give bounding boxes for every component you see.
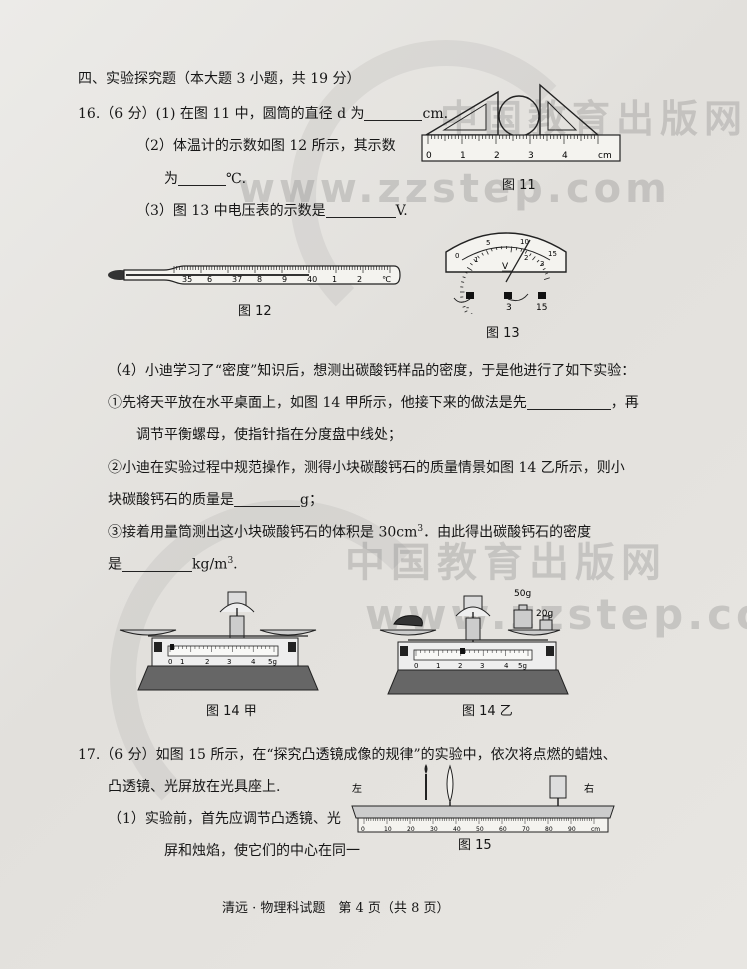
figure-14a-caption: 图 14 甲 [206,704,257,719]
svg-text:3: 3 [540,260,544,268]
svg-text:4: 4 [504,662,509,670]
q16-step2: ②小迪在实验过程中规范操作，测得小块碳酸钙石的质量情景如图 14 乙所示，则小 [108,460,625,476]
ruler [421,134,621,162]
figure-13-caption: 图 13 [486,326,520,341]
terminal-3: 3 [506,303,512,313]
bench-label: 0 [361,826,365,833]
svg-text:0: 0 [168,658,172,666]
voltmeter-unit-label: V [502,262,509,272]
ruler-unit: cm [598,151,612,161]
watermark-url-top: www.zzstep.com [238,166,671,212]
bench-label: 30 [430,826,438,833]
figure-15-optical-bench: 左 右 0 10 20 30 40 50 60 70 80 90 cm [351,764,615,833]
ruler-label: 0 [426,151,432,161]
q17-part1-line2: 屏和烛焰，使它们的中心在同一 [164,843,360,859]
figure-11-caption: 图 11 [502,178,536,193]
bench-label: 80 [545,826,553,833]
svg-text:10: 10 [520,238,529,246]
thermometer-label: 6 [207,275,212,284]
q16-part2-line2: 为℃. [164,171,247,187]
q16-part4-intro: （4）小迪学习了“密度”知识后，想测出碳酸钙样品的密度，于是他进行了如下实验： [108,363,636,379]
svg-text:3: 3 [480,662,484,670]
svg-text:0: 0 [414,662,418,670]
svg-text:5g: 5g [268,658,277,666]
figure-12-thermometer: 35 6 37 8 9 40 1 2 ℃ [108,265,401,285]
bench-label: 70 [522,826,530,833]
q16-step1: ①先将天平放在水平桌面上，如图 14 甲所示，他接下来的做法是先，再 [108,395,639,411]
svg-text:2: 2 [205,658,209,666]
thermometer-label: 35 [182,275,192,284]
q17-part1-line1: （1）实验前，首先应调节凸透镜、光 [108,811,341,827]
svg-text:5: 5 [486,239,490,247]
thermometer-label: 37 [232,275,242,284]
thermometer-label: 2 [357,275,362,284]
thermometer-label: 9 [282,275,287,284]
ruler-label: 2 [494,151,500,161]
svg-text:3: 3 [227,658,231,666]
q16-part2-line1: （2）体温计的示数如图 12 所示，其示数 [136,138,396,154]
svg-text:1: 1 [180,658,184,666]
figure-15-caption: 图 15 [458,838,492,853]
watermark-cn-top: 中国教育出版网 [440,97,747,141]
bench-label: 40 [453,826,461,833]
terminal-minus: - [466,303,469,313]
svg-text:1: 1 [474,256,478,264]
figure-11-diagram: 0 1 2 3 4 cm [421,83,621,162]
label-left: 左 [352,782,362,795]
svg-text:2: 2 [458,662,462,670]
bench-label: cm [591,826,600,833]
ruler-label: 3 [528,151,534,161]
svg-text:2: 2 [524,254,528,262]
weight-20g-label: 20g [536,609,553,619]
q17-stem-line2: 凸透镜、光屏放在光具座上. [108,779,281,795]
svg-text:0: 0 [455,252,459,260]
svg-text:4: 4 [251,658,256,666]
cylinder-cross-section [498,95,540,137]
ruler-label: 4 [562,151,568,161]
thermometer-label: 8 [257,275,262,284]
ruler-label: 1 [460,151,466,161]
figure-12-caption: 图 12 [238,304,272,319]
thermometer-label: 1 [332,275,337,284]
watermark-cn-bottom: 中国教育出版网 [345,540,667,586]
label-right: 右 [584,782,594,795]
voltmeter-needle [505,239,531,283]
svg-text:5g: 5g [518,662,527,670]
bench-label: 60 [499,826,507,833]
bench-label: 20 [407,826,415,833]
page-footer: 清远 · 物理科试题 第 4 页（共 8 页） [222,901,450,916]
figure-14b-balance: 50g 20g 0 1 2 3 4 5g [379,589,569,695]
weight-50g-label: 50g [514,589,531,599]
q16-step3: ③接着用量筒测出这小块碳酸钙石的体积是 30cm3．由此得出碳酸钙石的密度 [108,524,592,541]
q17-stem-line1: 17.（6 分）如图 15 所示，在“探究凸透镜成像的规律”的实验中，依次将点燃… [78,747,617,763]
figure-13-voltmeter: 0 5 10 15 1 2 3 V - 3 15 [445,232,567,314]
terminal-15: 15 [536,303,547,313]
bench-label: 10 [384,826,392,833]
triangle-left [423,90,499,136]
figure-14a-balance: 0 1 2 3 4 5g [119,591,319,691]
svg-text:15: 15 [548,250,557,258]
thermometer-label: 40 [307,275,317,284]
svg-text:1: 1 [436,662,440,670]
q16-step1-cont: 调节平衡螺母，使指针指在分度盘中线处； [136,427,402,443]
triangle-right [539,83,600,136]
thermometer-label: ℃ [382,275,391,284]
bench-label: 50 [476,826,484,833]
bench-label: 90 [568,826,576,833]
section-title: 四、实验探究题（本大题 3 小题，共 19 分） [78,71,361,87]
figure-14b-caption: 图 14 乙 [462,704,513,719]
